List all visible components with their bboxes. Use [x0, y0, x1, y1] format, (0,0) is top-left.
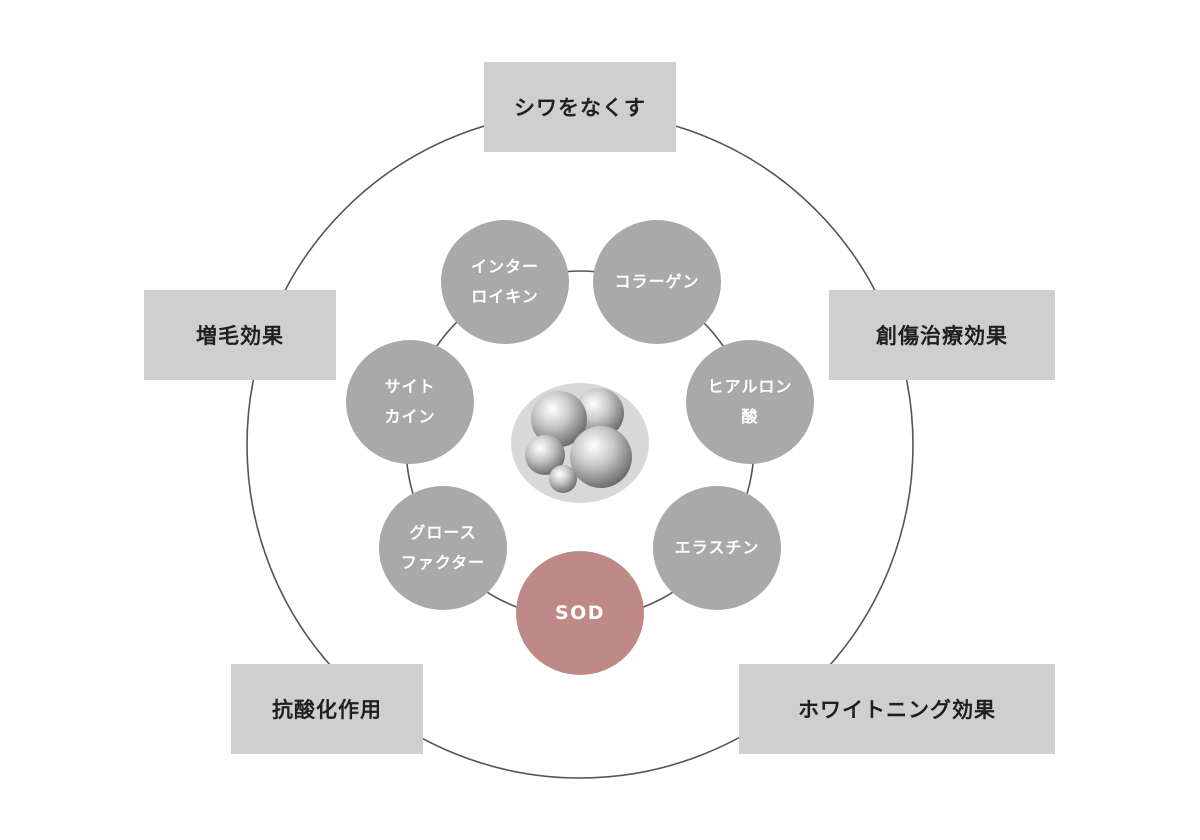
- effect-label: シワをなくす: [514, 96, 646, 120]
- node-collagen: コラーゲン: [593, 220, 721, 344]
- effect-box-top: シワをなくす: [484, 62, 676, 152]
- node-label-line: エラスチン: [674, 538, 760, 557]
- node-hyaluronic-acid: ヒアルロン 酸: [686, 340, 814, 464]
- molecule-sphere: [570, 426, 632, 488]
- node-label-line: インター: [470, 257, 539, 276]
- effect-label: 創傷治療効果: [876, 324, 1008, 348]
- molecule-sphere: [525, 435, 565, 475]
- node-label-line: ヒアルロン: [707, 377, 793, 396]
- effect-box-bottom-right: ホワイトニング効果: [739, 664, 1055, 754]
- node-sod: SOD: [516, 551, 644, 675]
- node-label-line: グロース: [409, 523, 477, 542]
- node-label-line: SOD: [554, 602, 606, 624]
- molecule-sphere: [574, 388, 624, 438]
- effect-label: 抗酸化作用: [272, 698, 382, 722]
- node-cytokine: サイト カイン: [346, 340, 474, 464]
- node-label-line: 酸: [741, 407, 759, 426]
- effect-box-right: 創傷治療効果: [829, 290, 1055, 380]
- node-label-line: ファクター: [400, 553, 486, 572]
- node-label-line: サイト: [384, 377, 436, 396]
- node-elastin: エラスチン: [653, 486, 781, 610]
- node-growth-factor: グロース ファクター: [379, 486, 507, 610]
- effect-label: ホワイトニング効果: [798, 698, 996, 722]
- effect-label: 増毛効果: [196, 324, 284, 348]
- node-interleukin: インター ロイキン: [441, 220, 569, 344]
- molecule-sphere: [549, 465, 577, 493]
- effect-box-left: 増毛効果: [144, 290, 336, 380]
- node-label-line: ロイキン: [471, 287, 539, 306]
- molecule-cluster-icon: [525, 388, 632, 493]
- node-label-line: コラーゲン: [614, 272, 700, 291]
- node-label-line: カイン: [384, 407, 436, 426]
- effect-box-bottom-left: 抗酸化作用: [231, 664, 423, 754]
- molecule-sphere: [531, 391, 587, 447]
